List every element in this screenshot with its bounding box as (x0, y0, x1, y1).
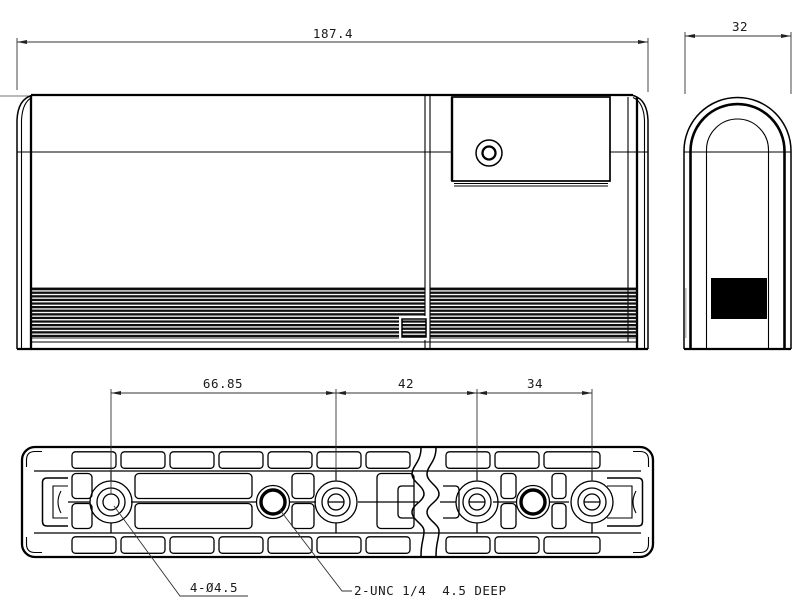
threaded-holes (255, 484, 551, 520)
front-panel (451, 96, 611, 182)
bottom-corner-contours (25, 450, 650, 554)
dimension-hole-spacings: 66.85 42 34 (110, 376, 593, 494)
front-grille-left (30, 287, 426, 339)
front-view (0, 93, 649, 351)
bottom-middle-cells (71, 472, 567, 530)
dim-spacing-left-text: 66.85 (203, 376, 243, 391)
front-grille-right (429, 287, 638, 339)
bottom-view (20, 445, 655, 559)
indicator-inner-circle (481, 145, 497, 161)
bottom-center-seam (397, 447, 460, 557)
left-end-clip (41, 477, 68, 527)
dim-spacing-right-text: 34 (527, 376, 543, 391)
side-bold-profile (689, 102, 786, 349)
right-end-clip (607, 477, 644, 527)
grille-plate (401, 318, 427, 338)
callout-clearance-holes: 4-Ø4.5 (113, 505, 248, 597)
side-label-block (711, 278, 767, 319)
front-center-seam (424, 95, 431, 349)
threaded-hole-1 (255, 484, 291, 520)
dim-spacing-middle-text: 42 (398, 376, 414, 391)
clearance-holes (89, 480, 614, 524)
callout-threaded-holes: 2-UNC 1/4 4.5 DEEP (279, 509, 507, 598)
threaded-hole-2 (515, 484, 551, 520)
dim-overall-width-text: 187.4 (313, 26, 353, 41)
front-right-inner-contour (632, 96, 646, 349)
dimension-depth: 32 (684, 19, 792, 94)
front-right-outer-contour (632, 94, 649, 349)
bottom-row-ribs (34, 470, 641, 534)
side-outer-profile (683, 96, 792, 349)
bottom-bottom-cells (71, 536, 601, 554)
side-view (683, 96, 792, 351)
front-left-outer-contour (16, 94, 33, 349)
callout-clearance-holes-text: 4-Ø4.5 (190, 580, 238, 595)
front-panel-step-lines (454, 182, 608, 187)
dim-depth-text: 32 (732, 19, 748, 34)
side-grille-edge (684, 288, 687, 338)
side-inner-profile (705, 118, 770, 349)
callout-threaded-holes-text: 2-UNC 1/4 4.5 DEEP (354, 583, 507, 598)
bottom-top-cells (71, 451, 601, 469)
dimension-overall-width: 187.4 (16, 26, 649, 92)
